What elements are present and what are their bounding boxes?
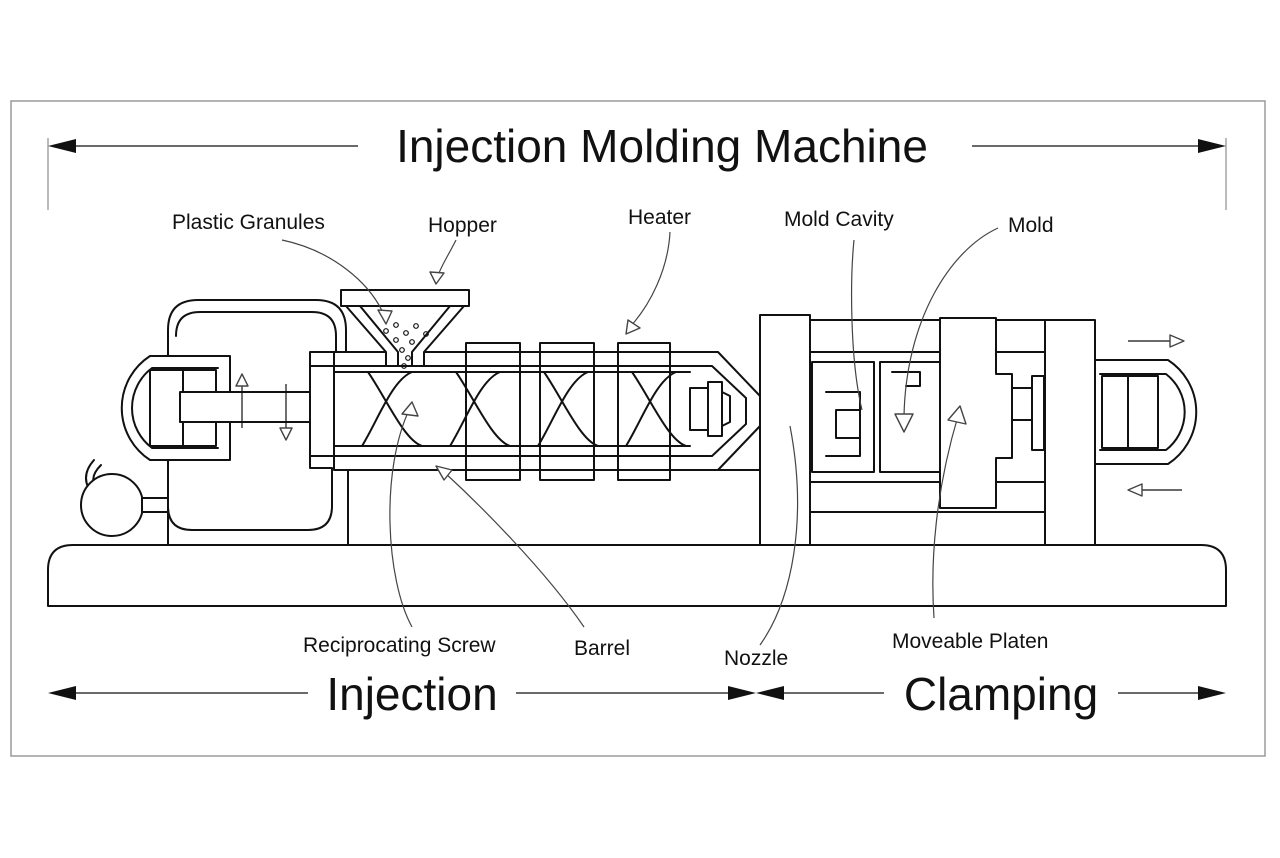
title-dimension-line — [47, 138, 1227, 210]
plastic-granules — [383, 322, 429, 369]
label-reciprocating-screw: Reciprocating Screw — [303, 634, 496, 657]
label-plastic-granules: Plastic Granules — [172, 211, 325, 234]
diagram-title: Injection Molding Machine — [396, 120, 928, 172]
section-dimension-lines — [48, 686, 1226, 700]
hydraulic-pump — [80, 473, 144, 537]
machine-base — [47, 544, 1227, 607]
label-leaders — [281, 227, 999, 646]
barrel-assembly — [309, 342, 761, 481]
label-heater: Heater — [628, 206, 691, 229]
label-barrel: Barrel — [574, 637, 630, 660]
rear-platen — [1044, 319, 1096, 546]
barrel-stand — [347, 469, 761, 546]
heater-band-3 — [617, 342, 671, 481]
fixed-mold-half — [811, 361, 875, 473]
diagram-frame — [10, 100, 1266, 757]
label-nozzle: Nozzle — [724, 647, 788, 670]
label-mold: Mold — [1008, 214, 1054, 237]
heater-band-2 — [539, 342, 595, 481]
label-moveable-platen: Moveable Platen — [892, 630, 1048, 653]
heater-band-1 — [465, 342, 521, 481]
reciprocating-screw-body — [333, 371, 731, 447]
section-injection: Injection — [326, 668, 497, 720]
clamping-unit — [759, 314, 1198, 546]
injection-cylinder — [120, 355, 315, 461]
label-hopper: Hopper — [428, 214, 497, 237]
hopper — [340, 289, 470, 369]
section-clamping: Clamping — [904, 668, 1098, 720]
stationary-platen — [759, 314, 811, 546]
label-mold-cavity: Mold Cavity — [784, 208, 894, 231]
moveable-platen-body — [939, 317, 1013, 509]
